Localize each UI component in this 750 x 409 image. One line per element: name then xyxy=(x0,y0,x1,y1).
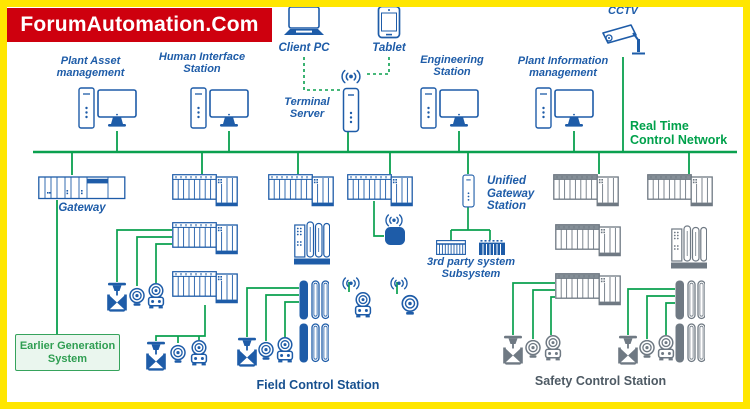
positioner-icon xyxy=(190,340,208,366)
third-party-rack-2-icon xyxy=(479,240,505,255)
safety-rack-1-icon xyxy=(553,174,619,207)
safety-rack-3-icon xyxy=(555,224,621,257)
safety-rack-2-icon xyxy=(647,174,713,207)
gateway-label: Gateway xyxy=(58,202,106,214)
wireless-client-dashed-lines xyxy=(303,57,390,91)
terminal-server-tower-icon xyxy=(342,87,360,133)
plant-information-station-icon xyxy=(535,87,594,129)
field-io-bars-1-icon xyxy=(299,280,329,320)
terminal-server-wifi-icon xyxy=(341,69,361,84)
positioner-icon xyxy=(147,283,165,309)
control-valve-icon xyxy=(107,282,127,312)
safety-valve-icon xyxy=(618,335,638,365)
transmitter-icon xyxy=(170,344,186,364)
human-interface-label: Human Interface Station xyxy=(158,51,246,76)
human-interface-station-icon xyxy=(190,87,249,129)
terminal-server-label: Terminal Server xyxy=(284,96,330,121)
wireless-positioner-icon xyxy=(354,292,372,318)
safety-io-bars-2-icon xyxy=(675,323,705,363)
field-rack-1-icon xyxy=(172,174,238,207)
field-rack-4-icon xyxy=(172,222,238,255)
plant-information-label: Plant Information management xyxy=(517,55,609,80)
plant-asset-station-icon xyxy=(78,87,137,129)
unified-gateway-tower-icon xyxy=(462,174,475,208)
safety-positioner-icon xyxy=(544,335,562,361)
safety-valve-icon xyxy=(503,335,523,365)
earlier-generation-box: Earlier Generation System xyxy=(15,334,120,371)
control-valve-icon xyxy=(146,341,166,371)
transmitter-icon xyxy=(258,341,274,361)
gateway-rack-icon xyxy=(38,176,126,200)
access-point-icon xyxy=(385,227,405,245)
safety-positioner-icon xyxy=(657,335,675,361)
station-drop-lines xyxy=(116,57,624,152)
engineering-station-icon xyxy=(420,87,479,129)
unified-gateway-lines xyxy=(450,207,491,240)
control-valve-icon xyxy=(237,337,257,367)
tablet-icon xyxy=(377,5,401,39)
wireless-transmitter-wifi-icon xyxy=(342,277,360,290)
wireless-transmitter-icon xyxy=(401,294,419,316)
positioner-icon xyxy=(276,337,294,363)
site-banner: ForumAutomation.Com xyxy=(7,8,272,42)
plant-asset-label: Plant Asset management xyxy=(56,55,125,80)
field-rack-5-icon xyxy=(172,271,238,304)
safety-control-station-label: Safety Control Station xyxy=(534,374,667,388)
field-rack-3-icon xyxy=(347,174,413,207)
engineering-station-label: Engineering Station xyxy=(420,54,484,79)
field-rack-2-icon xyxy=(268,174,334,207)
wireless-transmitter-wifi-icon xyxy=(390,277,408,290)
network-lines xyxy=(33,57,737,343)
safety-rack-4-icon xyxy=(555,273,621,306)
third-party-label: 3rd party system Subsystem xyxy=(426,256,516,281)
unified-gateway-label: Unified Gateway Station xyxy=(487,175,535,213)
client-pc-label: Client PC xyxy=(278,42,330,54)
realtime-network-label: Real Time Control Network xyxy=(630,119,728,148)
field-io-lines xyxy=(116,201,398,343)
access-point-wifi-icon xyxy=(385,214,403,227)
field-control-station-label: Field Control Station xyxy=(256,378,380,392)
client-pc-laptop-icon xyxy=(283,6,325,36)
safety-io-lines xyxy=(512,282,675,339)
safety-transmitter-icon xyxy=(639,339,655,359)
third-party-rack-1-icon xyxy=(436,240,466,255)
safety-compact-controller-icon xyxy=(671,225,707,269)
rack-drop-lines xyxy=(56,152,690,334)
safety-transmitter-icon xyxy=(525,339,541,359)
transmitter-icon xyxy=(129,287,145,307)
cctv-label: CCTV xyxy=(608,5,638,17)
safety-io-bars-1-icon xyxy=(675,280,705,320)
field-compact-controller-icon xyxy=(294,221,330,265)
tablet-label: Tablet xyxy=(372,42,406,54)
field-io-bars-2-icon xyxy=(299,323,329,363)
cctv-camera-icon xyxy=(602,24,646,55)
